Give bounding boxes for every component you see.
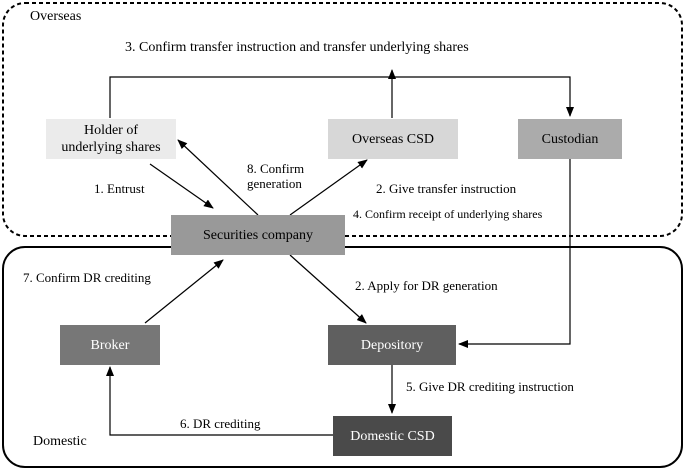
arrow-step-2a — [289, 159, 368, 216]
node-domestic-csd: Domestic CSD — [333, 416, 452, 456]
label-step-4: 4. Confirm receipt of underlying shares — [353, 207, 543, 221]
node-custodian: Custodian — [518, 119, 622, 159]
label-step-7: 7. Confirm DR crediting — [23, 270, 151, 285]
arrow-step-1 — [149, 163, 214, 209]
region-label-overseas: Overseas — [30, 9, 82, 24]
node-overseas-csd: Overseas CSD — [328, 119, 458, 159]
node-holder-line2: underlying shares — [61, 140, 161, 155]
node-securities-company: Securities company — [171, 215, 345, 255]
label-step-8-line1: 8. Confirm — [247, 161, 305, 176]
arrow-step-6 — [106, 366, 333, 436]
node-broker: Broker — [60, 325, 160, 365]
label-step-5: 5. Give DR crediting instruction — [406, 379, 574, 394]
node-depository: Depository — [328, 325, 456, 365]
label-step-2a: 2. Give transfer instruction — [376, 181, 517, 196]
label-step-1: 1. Entrust — [94, 181, 145, 196]
label-step-8-line2: generation — [247, 176, 302, 191]
overseas-region — [2, 2, 683, 237]
label-step-2b: 2. Apply for DR generation — [355, 278, 498, 293]
arrow-step-2b — [289, 254, 367, 324]
arrow-step-8 — [177, 139, 259, 216]
node-holder-line1: Holder of — [83, 123, 139, 138]
arrow-step-4 — [458, 158, 571, 348]
region-label-domestic: Domestic — [33, 434, 87, 449]
label-step-8: 8. Confirm generation — [247, 161, 304, 191]
arrow-step-7 — [144, 259, 224, 324]
label-step-3: 3. Confirm transfer instruction and tran… — [125, 40, 469, 55]
node-holder-of-underlying-shares: Holder of underlying shares — [46, 119, 176, 159]
arrow-step-3 — [109, 76, 574, 118]
label-step-6: 6. DR crediting — [180, 416, 261, 431]
